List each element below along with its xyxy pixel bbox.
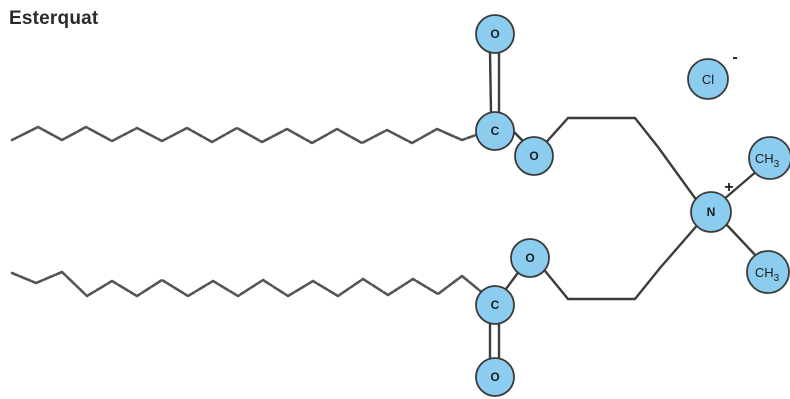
oxygen-atom-ester-top: O [514, 136, 554, 176]
upper-alkyl-chain [10, 125, 492, 145]
svg-text:N: N [707, 205, 716, 219]
svg-text:C: C [491, 298, 500, 312]
svg-text:Cl: Cl [702, 72, 714, 87]
methyl-group-top: CH3 [748, 136, 790, 180]
n-ch3-bottom-bond [723, 221, 760, 260]
carbon-atom-bottom: C [475, 285, 515, 325]
chloride-charge: - [732, 49, 737, 66]
svg-text:O: O [525, 251, 534, 265]
svg-text:CH3: CH3 [755, 265, 780, 284]
upper-double-bond-a [488, 49, 493, 115]
svg-text:O: O [490, 370, 499, 384]
svg-text:CH3: CH3 [755, 151, 780, 170]
svg-text:O: O [490, 27, 499, 41]
oxygen-atom-ester-bottom: O [510, 238, 550, 278]
svg-text:O: O [529, 149, 538, 163]
methyl-group-bottom: CH3 [746, 250, 790, 294]
svg-text:C: C [491, 124, 500, 138]
lower-alkyl-chain [10, 270, 492, 301]
diagram-title: Esterquat [9, 8, 99, 29]
chloride-ion: Cl [687, 58, 729, 100]
carbon-atom-top: C [475, 111, 515, 151]
upper-ethylene-bridge [539, 116, 702, 207]
n-ch3-top-bond [721, 168, 760, 202]
oxygen-atom-top: O [475, 14, 515, 54]
nitrogen-atom: N [690, 191, 732, 233]
nitrogen-charge: + [724, 179, 733, 196]
oxygen-atom-bottom: O [475, 357, 515, 397]
lower-ethylene-bridge [539, 220, 702, 301]
